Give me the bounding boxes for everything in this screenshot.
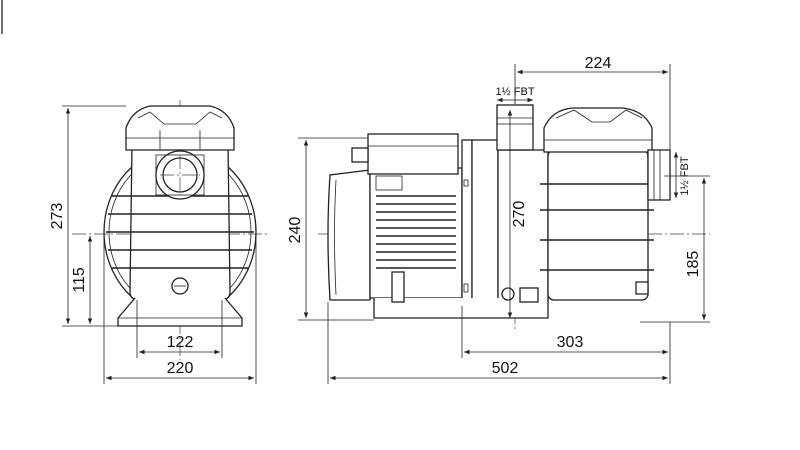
motor-body [369,167,463,299]
flange-bolt-top [463,179,469,187]
strainer-lid-side [543,107,653,153]
pump-volute [497,149,549,301]
end-cap-edge [334,179,337,296]
dim-273: 273 [49,203,66,230]
thread-side-label: 1½ FBT [679,156,691,195]
dim-224: 224 [585,55,612,72]
side-view [318,90,710,330]
drain-plug-side [501,287,515,301]
strainer-housing [547,149,649,301]
front-dimensions: 273 115 122 220 [49,105,257,384]
terminal-plate [375,175,403,191]
dim-270: 270 [511,201,528,228]
thread-top-label: 1½ FBT [495,86,534,98]
dim-115: 115 [71,267,88,293]
front-view [72,100,268,360]
side-lid-handle [555,109,643,123]
dim-122: 122 [167,334,194,351]
side-dimensions: 240 270 185 224 1½ FBT 1½ FBT 303 502 [287,55,710,384]
lid-handle [137,111,223,125]
pump-foot [519,287,539,303]
dim-185: 185 [685,251,702,278]
pump-housing [471,139,499,307]
motor-end-cap [327,169,371,301]
strainer-lid [125,105,235,151]
drain-knob [635,281,649,295]
cable-gland [351,147,369,163]
motor-fins [376,195,456,269]
inlet-neck [496,104,534,151]
dim-240: 240 [287,217,304,244]
terminal-box [367,133,459,175]
dim-220: 220 [167,360,194,377]
dim-502: 502 [492,360,519,377]
flange-bolt-bottom [463,283,469,293]
motor-foot [391,271,405,303]
outlet-port [647,149,671,201]
inlet-port-housing [155,154,205,196]
motor-flange [461,139,473,307]
side-base [373,298,549,319]
dim-303: 303 [557,334,584,351]
front-base [117,297,243,327]
